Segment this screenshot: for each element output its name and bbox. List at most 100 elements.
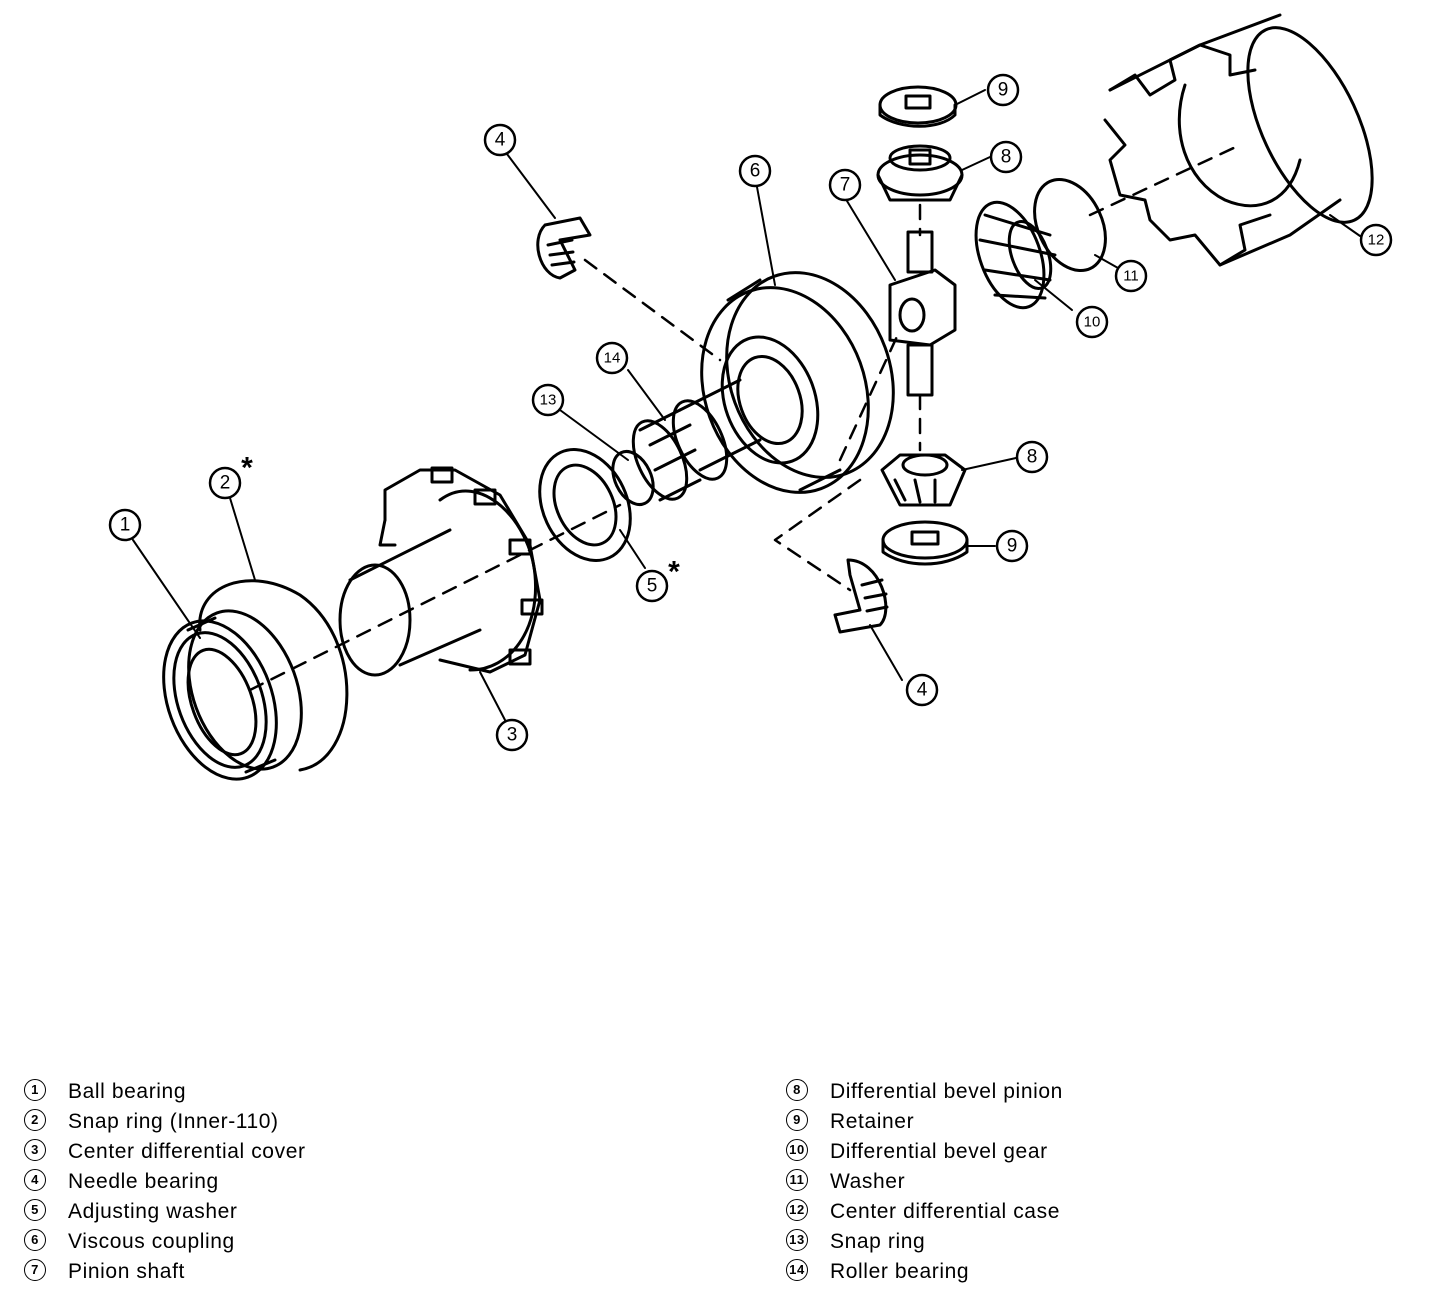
callout-7 bbox=[828, 168, 862, 202]
callout-13-num: 13 bbox=[540, 392, 557, 409]
callout-8-bottom-num: 8 bbox=[1027, 447, 1038, 468]
washer bbox=[1033, 177, 1107, 273]
legend-number: 10 bbox=[786, 1139, 808, 1162]
viscous-coupling bbox=[678, 271, 895, 494]
legend-item: 9 Retainer bbox=[786, 1107, 1063, 1137]
legend-label: Pinion shaft bbox=[68, 1260, 185, 1283]
legend-label: Viscous coupling bbox=[68, 1230, 235, 1253]
legend-label: Center differential case bbox=[830, 1200, 1060, 1223]
callout-4-top-num: 4 bbox=[495, 130, 506, 151]
legend-item: 14 Roller bearing bbox=[786, 1257, 1063, 1287]
legend-number: 5 bbox=[24, 1199, 46, 1222]
callout-12-num: 12 bbox=[1368, 232, 1385, 249]
roller-bearing bbox=[631, 399, 729, 502]
callout-3 bbox=[495, 718, 529, 752]
exploded-diagram: 1 2 3 4 4 5 6 7 8 8 9 9 10 11 12 13 14 *… bbox=[108, 13, 1393, 781]
legend-item: 1 Ball bearing bbox=[24, 1077, 306, 1107]
snap-ring bbox=[611, 450, 655, 506]
legend-number: 2 bbox=[24, 1109, 46, 1132]
callout-9-bottom bbox=[995, 529, 1029, 563]
legend-label: Differential bevel pinion bbox=[830, 1080, 1063, 1103]
callout-1-num: 1 bbox=[120, 515, 131, 536]
callout-8-top-num: 8 bbox=[1001, 147, 1012, 168]
legend-item: 3 Center differential cover bbox=[24, 1137, 306, 1167]
callout-9-bottom-num: 9 bbox=[1007, 536, 1018, 557]
legend-number: 3 bbox=[24, 1139, 46, 1162]
legend-label: Washer bbox=[830, 1170, 906, 1193]
asterisk-5: * bbox=[668, 556, 680, 589]
callout-7-num: 7 bbox=[840, 175, 851, 196]
legend-number: 11 bbox=[786, 1169, 808, 1192]
legend-item: 10 Differential bevel gear bbox=[786, 1137, 1063, 1167]
legend-left: 1 Ball bearing 2 Snap ring (Inner-110) 3 Ce… bbox=[24, 1077, 306, 1287]
snap-ring-inner-110 bbox=[198, 579, 349, 772]
legend-item: 13 Snap ring bbox=[786, 1227, 1063, 1257]
legend-label: Ball bearing bbox=[68, 1080, 187, 1103]
legend-item: 2 Snap ring (Inner-110) bbox=[24, 1107, 306, 1137]
asterisk-2: * bbox=[241, 452, 253, 485]
callout-5 bbox=[635, 569, 669, 603]
needle-bearing-bottom bbox=[833, 558, 889, 634]
callout-4-top bbox=[483, 123, 517, 157]
callout-13 bbox=[531, 383, 565, 417]
retainer-top bbox=[878, 85, 958, 128]
legend-item: 11 Washer bbox=[786, 1167, 1063, 1197]
legend-label: Retainer bbox=[830, 1110, 915, 1133]
legend-item: 4 Needle bearing bbox=[24, 1167, 306, 1197]
callout-6-num: 6 bbox=[750, 161, 761, 182]
legend-item: 8 Differential bevel pinion bbox=[786, 1077, 1063, 1107]
legend-number: 7 bbox=[24, 1259, 46, 1282]
callout-8-bottom bbox=[1015, 440, 1049, 474]
legend-label: Snap ring (Inner-110) bbox=[68, 1110, 279, 1133]
legend-item: 12 Center differential case bbox=[786, 1197, 1063, 1227]
legend-right: 8 Differential bevel pinion 9 Retainer 10 D… bbox=[786, 1077, 1063, 1287]
callout-4-bottom bbox=[905, 673, 939, 707]
legend-label: Differential bevel gear bbox=[830, 1140, 1048, 1163]
callout-11-num: 11 bbox=[1123, 268, 1139, 285]
center-differential-case bbox=[1103, 13, 1374, 267]
callout-1 bbox=[108, 508, 142, 542]
callout-10-num: 10 bbox=[1084, 314, 1101, 331]
callout-5-num: 5 bbox=[647, 576, 658, 597]
legend-label: Needle bearing bbox=[68, 1170, 219, 1193]
callout-2 bbox=[208, 466, 242, 500]
legend-label: Roller bearing bbox=[830, 1260, 970, 1283]
adjusting-washer bbox=[538, 448, 632, 562]
legend-label: Adjusting washer bbox=[68, 1200, 238, 1223]
legend-number: 4 bbox=[24, 1169, 46, 1192]
legend-label: Snap ring bbox=[830, 1230, 926, 1253]
legend-item: 6 Viscous coupling bbox=[24, 1227, 306, 1257]
callout-9-top-num: 9 bbox=[998, 80, 1009, 101]
callout-4-bottom-num: 4 bbox=[917, 680, 928, 701]
differential-bevel-pinion-bottom bbox=[880, 453, 967, 507]
leader-lines bbox=[132, 89, 1361, 721]
needle-bearing-top bbox=[536, 216, 592, 280]
callout-14 bbox=[595, 341, 629, 375]
differential-bevel-gear bbox=[974, 200, 1057, 310]
legend-number: 13 bbox=[786, 1229, 808, 1252]
callout-12 bbox=[1359, 223, 1393, 257]
differential-bevel-pinion-top bbox=[876, 144, 964, 202]
callout-6 bbox=[738, 154, 772, 188]
callout-10 bbox=[1075, 305, 1109, 339]
assembly-axis-lines bbox=[248, 143, 1242, 692]
callout-14-num: 14 bbox=[604, 350, 621, 367]
callout-3-num: 3 bbox=[507, 725, 518, 746]
legend-item: 7 Pinion shaft bbox=[24, 1257, 306, 1287]
legend-item: 5 Adjusting washer bbox=[24, 1197, 306, 1227]
legend-number: 6 bbox=[24, 1229, 46, 1252]
legend-number: 14 bbox=[786, 1259, 808, 1282]
legend-number: 9 bbox=[786, 1109, 808, 1132]
pinion-shaft bbox=[888, 230, 957, 397]
callout-2-num: 2 bbox=[220, 473, 231, 494]
ball-bearing bbox=[162, 609, 303, 781]
legend-number: 1 bbox=[24, 1079, 46, 1102]
callout-11 bbox=[1114, 259, 1148, 293]
legend-number: 12 bbox=[786, 1199, 808, 1222]
legend-number: 8 bbox=[786, 1079, 808, 1102]
legend-label: Center differential cover bbox=[68, 1140, 306, 1163]
retainer-bottom bbox=[881, 520, 969, 566]
center-differential-cover bbox=[338, 466, 544, 677]
callout-9-top bbox=[986, 73, 1020, 107]
callout-8-top bbox=[989, 140, 1023, 174]
